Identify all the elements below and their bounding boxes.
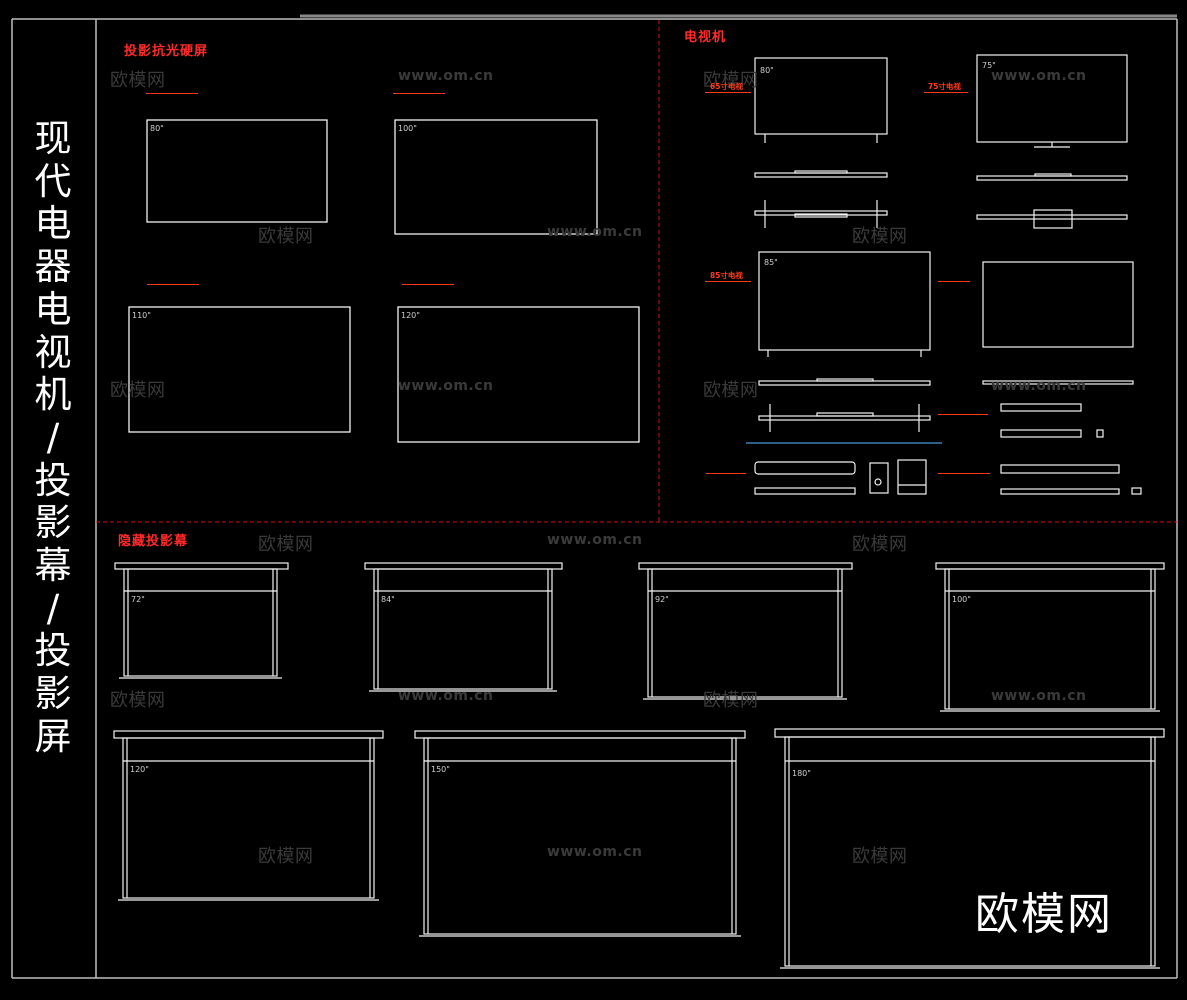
tv-drawings [754, 54, 1142, 495]
watermark-cn: 欧模网 [852, 846, 908, 867]
label-underline [706, 473, 746, 474]
section-title-tv: 电视机 [684, 30, 727, 45]
tv-label-75: 75寸电视 [928, 82, 961, 91]
rollup-screens [113, 562, 1165, 969]
watermark-cn: 欧模网 [258, 846, 314, 867]
title-char: 电 [34, 287, 72, 331]
label-underline [705, 281, 751, 282]
title-char: 投 [34, 458, 72, 502]
label-underline [146, 93, 198, 94]
title-char: 投 [34, 629, 72, 673]
outer-border [11, 18, 1178, 979]
label-underline [705, 92, 751, 93]
label-underline [924, 92, 968, 93]
rollup-size-label: 72" [131, 595, 145, 604]
title-char: / [46, 586, 60, 630]
tv-size-label: 75" [982, 61, 996, 70]
watermark-cn: 欧模网 [703, 70, 759, 91]
screen-size-label: 80" [150, 124, 164, 133]
title-char: 代 [34, 159, 72, 203]
tv-size-label: 80" [760, 66, 774, 75]
screen-size-label: 110" [132, 311, 151, 320]
title-char: 影 [34, 672, 72, 716]
watermark-cn: 欧模网 [110, 70, 166, 91]
watermark-cn: 欧模网 [703, 380, 759, 401]
vertical-page-title: 现 代 电 器 电 视 机 / 投 影 幕 / 投 影 屏 [22, 117, 84, 759]
title-char: 屏 [34, 714, 72, 758]
title-char: 电 [34, 202, 72, 246]
rollup-size-label: 92" [655, 595, 669, 604]
label-underline [402, 284, 454, 285]
rollup-size-label: 150" [431, 765, 450, 774]
tv-label-65: 65寸电视 [710, 82, 743, 91]
label-underline [393, 93, 445, 94]
watermark-url: www.om.cn [547, 224, 643, 240]
watermark-url: www.om.cn [547, 532, 643, 548]
title-char: 视 [34, 330, 72, 374]
section-dividers [96, 20, 1177, 523]
title-char: 器 [34, 245, 72, 289]
rollup-size-label: 100" [952, 595, 971, 604]
label-underline [938, 281, 970, 282]
watermark-url: www.om.cn [398, 378, 494, 394]
brand-logo: 欧模网 [975, 889, 1113, 940]
watermark-cn: 欧模网 [110, 380, 166, 401]
section-title-projection-screen: 投影抗光硬屏 [124, 44, 209, 59]
label-underline [938, 414, 988, 415]
label-underline [938, 473, 990, 474]
screen-size-label: 100" [398, 124, 417, 133]
tv-size-label: 85" [764, 258, 778, 267]
watermark-url: www.om.cn [398, 688, 494, 704]
rollup-size-label: 120" [130, 765, 149, 774]
watermark-cn: 欧模网 [258, 534, 314, 555]
title-char: / [46, 415, 60, 459]
section-title-hidden-projector: 隐藏投影幕 [118, 534, 189, 549]
watermark-cn: 欧模网 [852, 534, 908, 555]
screen-size-label: 120" [401, 311, 420, 320]
watermark-url: www.om.cn [991, 688, 1087, 704]
watermark-url: www.om.cn [991, 68, 1087, 84]
watermark-cn: 欧模网 [258, 226, 314, 247]
rollup-size-label: 180" [792, 769, 811, 778]
watermark-url: www.om.cn [547, 844, 643, 860]
watermark-cn: 欧模网 [703, 690, 759, 711]
title-char: 幕 [34, 544, 72, 588]
label-underline [147, 284, 199, 285]
title-char: 现 [34, 117, 72, 160]
watermark-cn: 欧模网 [110, 690, 166, 711]
tv-label-85: 85寸电视 [710, 271, 743, 280]
projection-screens [128, 119, 640, 443]
watermark-cn: 欧模网 [852, 226, 908, 247]
watermark-url: www.om.cn [991, 378, 1087, 394]
rollup-size-label: 84" [381, 595, 395, 604]
title-char: 影 [34, 501, 72, 545]
watermark-url: www.om.cn [398, 68, 494, 84]
title-char: 机 [34, 373, 72, 417]
